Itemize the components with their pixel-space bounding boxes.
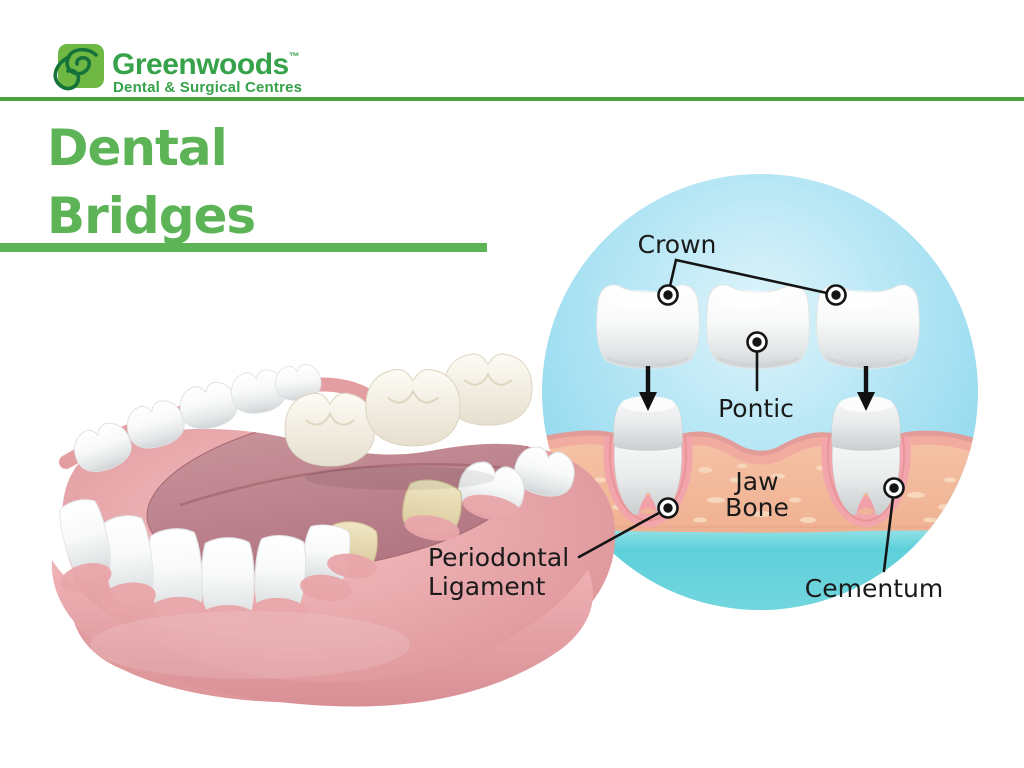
brand-name: Greenwoods™ (112, 48, 300, 82)
label-pontic: Pontic (718, 394, 794, 423)
brand-tagline: Dental & Surgical Centres (113, 79, 303, 96)
label-crown: Crown (637, 230, 717, 259)
cementum-leader-line (882, 487, 896, 573)
crown-target-marker-right (825, 284, 847, 306)
page-title-line1: Dental (47, 119, 228, 177)
brand-trademark: ™ (288, 51, 300, 63)
page-title-line2: Bridges (47, 187, 256, 245)
crown-target-marker-left (657, 284, 679, 306)
down-arrow-right (857, 366, 875, 411)
crown-middle-pontic (706, 284, 810, 369)
label-periodontal-line2: Ligament (428, 572, 546, 601)
periodontal-target-marker (657, 497, 679, 519)
header-rule (0, 97, 1024, 101)
title-underline (0, 243, 487, 252)
greenwoods-logo-icon (53, 44, 104, 91)
crown-leader-line-right (674, 258, 838, 297)
pontic-target-marker (746, 331, 768, 353)
label-periodontal-line1: Periodontal (428, 543, 570, 572)
annotation-layer (577, 258, 905, 573)
down-arrow-left (639, 366, 657, 411)
label-periodontal-ligament: Periodontal Ligament (428, 543, 569, 601)
brand-name-text: Greenwoods (112, 48, 289, 81)
bridge-crowns-row (596, 284, 920, 369)
crown-left (596, 284, 700, 369)
periodontal-leader-line (577, 506, 670, 559)
jaw-3d-illustration (51, 352, 616, 707)
cementum-target-marker (883, 477, 905, 499)
page-title: Dental Bridges (47, 114, 256, 250)
label-jaw-bone-line1: Jaw (735, 467, 779, 496)
abutment-tooth-left (603, 396, 693, 528)
label-jaw-bone: Jaw Bone (725, 469, 789, 521)
label-jaw-bone-line2: Bone (725, 493, 789, 522)
label-cementum: Cementum (804, 574, 944, 603)
header: Greenwoods™ Dental & Surgical Centres (0, 0, 1024, 101)
gum-scallops (60, 494, 522, 635)
